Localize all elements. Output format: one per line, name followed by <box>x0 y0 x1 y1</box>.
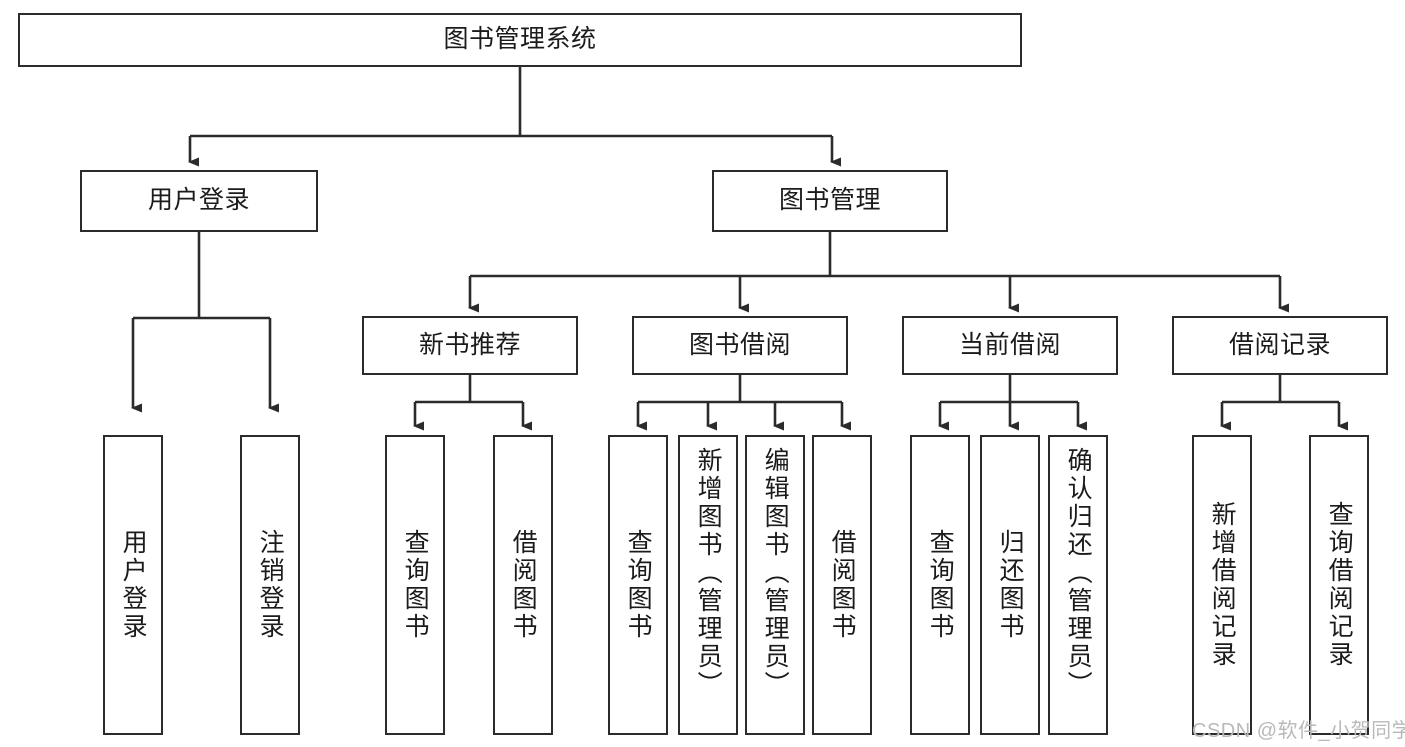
node-borrow-record-label: 借阅记录 <box>1228 330 1331 359</box>
node-leaf-add-book-label: 新增图书（管理员） <box>694 447 723 699</box>
node-leaf-borrow-book-1-label: 借阅图书 <box>509 529 538 641</box>
node-root-label: 图书管理系统 <box>443 25 597 54</box>
node-current-borrow-label: 当前借阅 <box>958 330 1061 359</box>
node-current-borrow[interactable]: 当前借阅 <box>902 316 1118 375</box>
node-root[interactable]: 图书管理系统 <box>18 13 1022 67</box>
node-book-manage[interactable]: 图书管理 <box>712 170 948 232</box>
node-leaf-return-book[interactable]: 归还图书 <box>980 435 1040 735</box>
node-user-login[interactable]: 用户登录 <box>80 170 318 232</box>
node-leaf-query-book-3[interactable]: 查询图书 <box>910 435 970 735</box>
node-leaf-edit-book[interactable]: 编辑图书（管理员） <box>745 435 805 735</box>
node-book-manage-label: 图书管理 <box>778 186 881 215</box>
node-leaf-query-record[interactable]: 查询借阅记录 <box>1309 435 1369 735</box>
node-leaf-query-book-2-label: 查询图书 <box>624 529 653 641</box>
node-leaf-logout[interactable]: 注销登录 <box>240 435 300 735</box>
node-book-borrow-label: 图书借阅 <box>688 330 791 359</box>
node-leaf-query-record-label: 查询借阅记录 <box>1325 501 1354 669</box>
node-book-borrow[interactable]: 图书借阅 <box>632 316 848 375</box>
node-leaf-edit-book-label: 编辑图书（管理员） <box>761 447 790 699</box>
node-leaf-query-book-1-label: 查询图书 <box>401 529 430 641</box>
node-new-book-recommend-label: 新书推荐 <box>418 330 521 359</box>
node-leaf-user-login-label: 用户登录 <box>119 529 148 641</box>
node-leaf-query-book-2[interactable]: 查询图书 <box>608 435 668 735</box>
node-leaf-add-record[interactable]: 新增借阅记录 <box>1192 435 1252 735</box>
node-leaf-query-book-1[interactable]: 查询图书 <box>385 435 445 735</box>
node-leaf-return-book-label: 归还图书 <box>996 529 1025 641</box>
node-new-book-recommend[interactable]: 新书推荐 <box>362 316 578 375</box>
node-user-login-label: 用户登录 <box>147 186 250 215</box>
node-leaf-user-login[interactable]: 用户登录 <box>103 435 163 735</box>
node-borrow-record[interactable]: 借阅记录 <box>1172 316 1388 375</box>
node-leaf-borrow-book-2-label: 借阅图书 <box>828 529 857 641</box>
node-leaf-add-book[interactable]: 新增图书（管理员） <box>678 435 738 735</box>
node-leaf-confirm-return[interactable]: 确认归还（管理员） <box>1048 435 1108 735</box>
node-leaf-borrow-book-2[interactable]: 借阅图书 <box>812 435 872 735</box>
node-leaf-logout-label: 注销登录 <box>256 529 285 641</box>
node-leaf-borrow-book-1[interactable]: 借阅图书 <box>493 435 553 735</box>
node-leaf-confirm-return-label: 确认归还（管理员） <box>1064 447 1093 699</box>
node-leaf-query-book-3-label: 查询图书 <box>926 529 955 641</box>
node-leaf-add-record-label: 新增借阅记录 <box>1208 501 1237 669</box>
